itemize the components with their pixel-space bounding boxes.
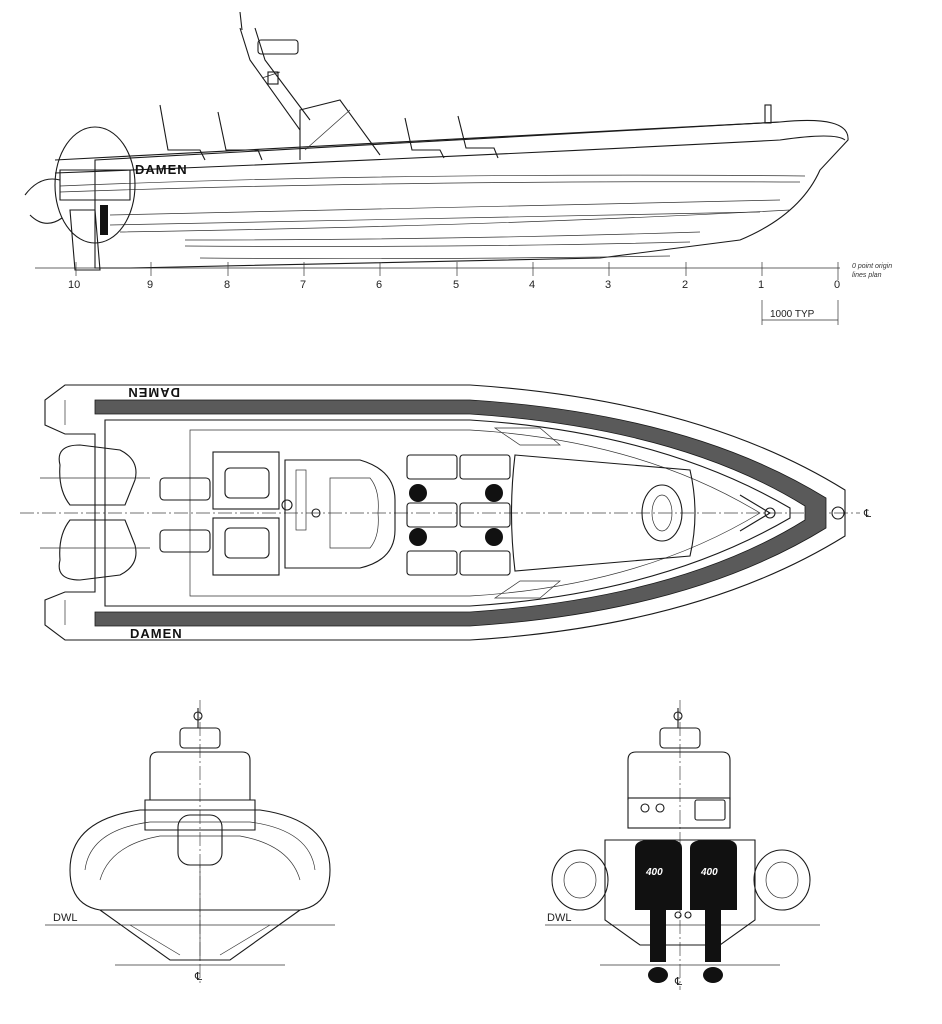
engine-icon (24, 126, 136, 271)
origin-note-line2: lines plan (852, 272, 882, 279)
origin-note-line1: 0 point origin (852, 263, 892, 270)
engine-badge-starboard: 400 (700, 867, 718, 878)
station-10: 10 (68, 279, 80, 291)
stern-view: ℄ DWL 400 400 (545, 700, 820, 990)
hull-brand-plan-bottom: DAMEN (130, 626, 183, 641)
bow-view: ℄ DWL (45, 700, 335, 985)
stern-centerline-symbol: ℄ (674, 976, 682, 988)
station-2: 2 (682, 279, 688, 291)
radar-dome-icon (659, 708, 701, 749)
radar-dome-icon (179, 708, 221, 749)
station-5: 5 (453, 279, 459, 291)
station-4: 4 (529, 279, 535, 291)
station-1: 1 (758, 279, 764, 291)
plan-view: ℄ DAMEN DAMEN (20, 384, 871, 641)
station-8: 8 (224, 279, 230, 291)
station-3: 3 (605, 279, 611, 291)
plan-centerline-symbol: ℄ (863, 508, 871, 520)
station-9: 9 (147, 279, 153, 291)
engine-icon (635, 840, 737, 983)
bow-waterline-label: DWL (53, 912, 77, 924)
seat-icon (159, 104, 499, 161)
hull-brand-side: DAMEN (135, 162, 188, 177)
engine-icon (40, 444, 150, 581)
station-7: 7 (300, 279, 306, 291)
stern-waterline-label: DWL (547, 912, 571, 924)
hull-brand-plan-top: DAMEN (127, 385, 180, 400)
seat-icon (406, 454, 511, 576)
scale-label: 1000 TYP (770, 309, 815, 320)
station-scale: 0 1 2 3 4 5 6 7 8 9 10 (68, 262, 840, 291)
station-0: 0 (834, 279, 840, 291)
seat-icon (159, 467, 270, 559)
radar-dome-icon (239, 11, 299, 55)
bow-centerline-symbol: ℄ (194, 971, 202, 983)
engine-badge-port: 400 (645, 867, 663, 878)
side-profile-view: DAMEN 0 1 2 3 4 5 6 7 8 9 10 0 point (24, 11, 892, 325)
scale-bar: 1000 TYP (761, 300, 839, 325)
station-6: 6 (376, 279, 382, 291)
